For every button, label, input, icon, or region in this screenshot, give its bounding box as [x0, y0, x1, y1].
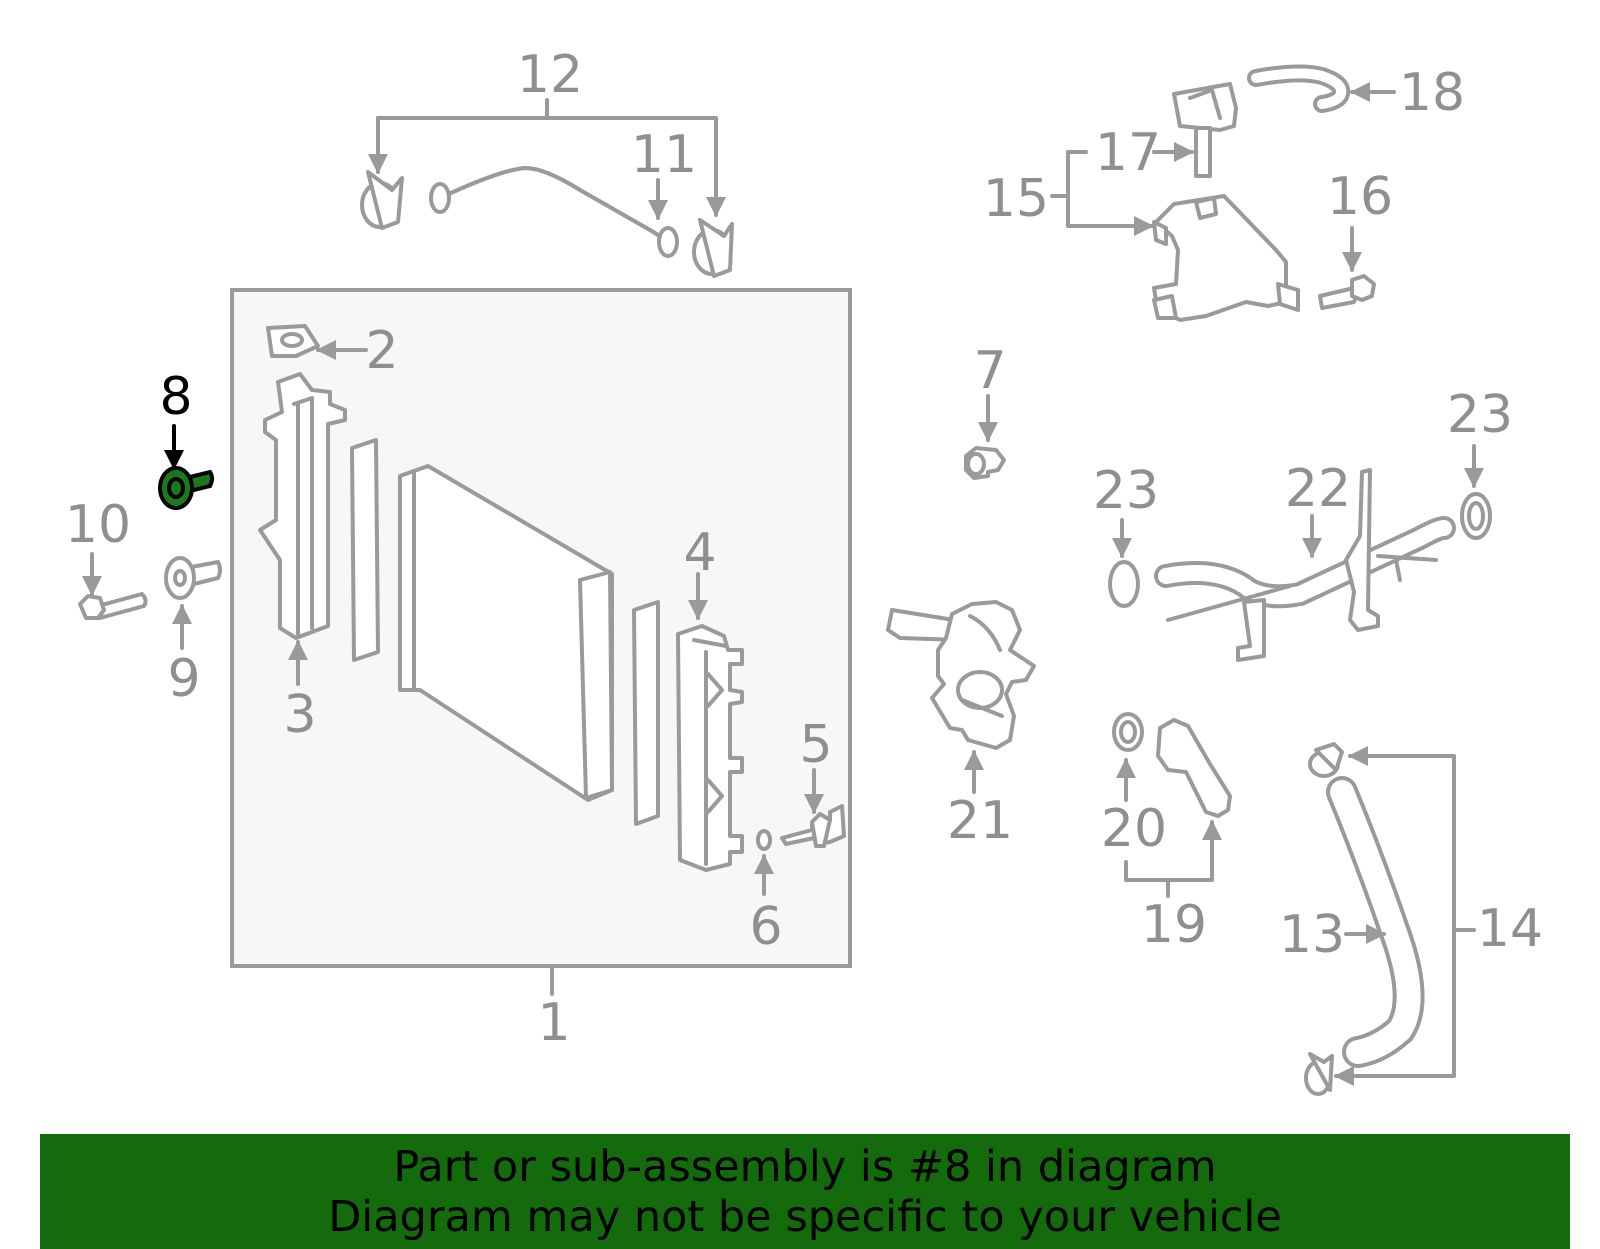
banner-line-1: Part or sub-assembly is #8 in diagram [393, 1142, 1217, 1192]
part-6-drain-cock-o-ring[interactable] [754, 829, 774, 896]
part-19-thermostat[interactable] [1124, 718, 1232, 898]
part-9-bushing[interactable] [164, 556, 222, 650]
part-10-bolt[interactable] [78, 552, 148, 620]
part-23-gasket-right[interactable] [1460, 444, 1492, 540]
part-12-upper-hose-assembly[interactable] [368, 98, 726, 217]
label-16: 16 [1327, 167, 1393, 227]
label-22: 22 [1285, 459, 1351, 519]
label-19: 19 [1141, 895, 1207, 955]
label-21: 21 [947, 791, 1013, 851]
info-banner: Part or sub-assembly is #8 in diagram Di… [40, 1134, 1570, 1249]
part-8-bolt-highlighted[interactable] [158, 424, 214, 510]
part-13-lower-radiator-hose[interactable] [1326, 776, 1425, 1068]
label-3: 3 [283, 685, 316, 745]
part-11-upper-radiator-hose[interactable] [429, 166, 679, 258]
part-23-gasket-left[interactable] [1108, 518, 1140, 608]
label-15: 15 [983, 169, 1049, 229]
radiator-seal-strip-left [350, 438, 380, 662]
hose-clamp-lower-bottom [1304, 1052, 1334, 1096]
part-16-reservoir-bolt[interactable] [1318, 226, 1376, 310]
label-14: 14 [1477, 899, 1543, 959]
part-2-radiator-support[interactable] [266, 324, 368, 360]
banner-line-2: Diagram may not be specific to your vehi… [328, 1192, 1282, 1242]
label-10: 10 [65, 495, 131, 555]
part-4-radiator-right-tank[interactable] [676, 572, 744, 872]
hose-clamp-left [360, 170, 404, 230]
label-20: 20 [1101, 799, 1167, 859]
label-12: 12 [517, 45, 583, 105]
part-15-coolant-reservoir-bracket[interactable] [1050, 150, 1154, 236]
label-5: 5 [799, 715, 832, 775]
part-22-water-bypass-pipe[interactable] [1154, 468, 1456, 662]
coolant-reservoir-tank [1152, 194, 1300, 322]
part-20-thermostat-gasket[interactable] [1112, 712, 1144, 802]
radiator-seal-strip-right [632, 600, 660, 826]
label-23-right: 23 [1447, 385, 1513, 445]
label-11: 11 [631, 125, 697, 185]
hose-clamp-right [692, 218, 734, 278]
label-8-highlighted: 8 [159, 367, 192, 427]
part-17-reservoir-cap[interactable] [1152, 82, 1238, 178]
label-17: 17 [1095, 123, 1161, 183]
hose-clamp-lower-top [1308, 742, 1344, 778]
label-7: 7 [973, 341, 1006, 401]
part-18-reservoir-hose[interactable] [1247, 64, 1396, 113]
part-3-radiator-side-tank[interactable] [258, 372, 347, 686]
part-7-drain-plug[interactable] [964, 394, 1006, 480]
part-5-drain-cock[interactable] [780, 768, 846, 848]
radiator-core [398, 464, 614, 802]
label-6: 6 [749, 897, 782, 957]
label-1: 1 [537, 993, 570, 1053]
label-4: 4 [683, 523, 716, 583]
label-18: 18 [1399, 63, 1465, 123]
label-23-left: 23 [1093, 461, 1159, 521]
part-14-lower-hose-assembly[interactable] [1334, 746, 1476, 1086]
part-21-thermostat-housing[interactable] [886, 600, 1036, 794]
label-2: 2 [365, 321, 398, 381]
label-9: 9 [167, 649, 200, 709]
label-13: 13 [1279, 905, 1345, 965]
